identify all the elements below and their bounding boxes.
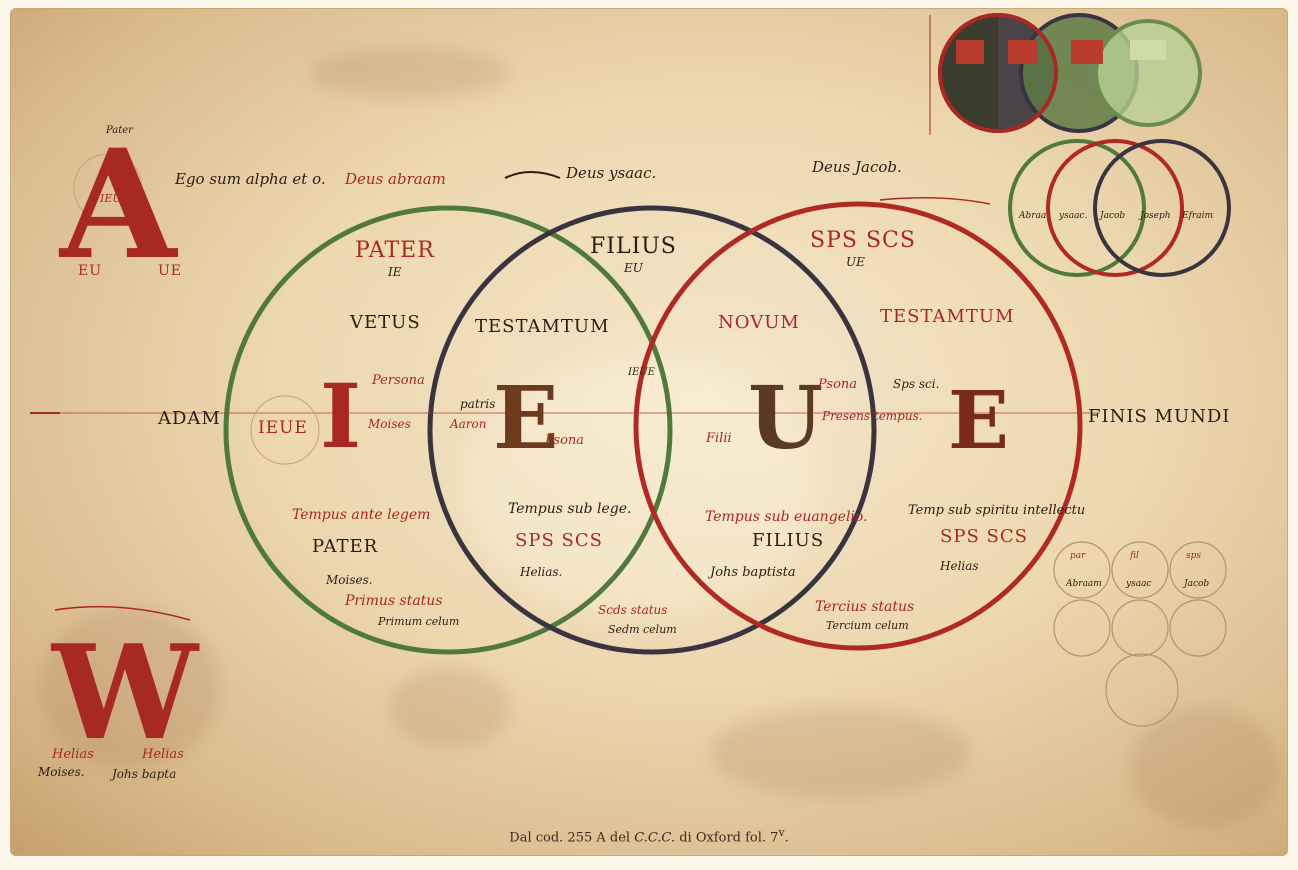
- ue-label: UE: [846, 255, 865, 269]
- moises-label: Moises.: [326, 573, 373, 587]
- deus-ysaac: Deus ysaac.: [566, 164, 657, 182]
- novum-label: NOVUM: [718, 312, 800, 333]
- corner-johs: Johs bapta: [112, 767, 177, 781]
- deus-abraam: Deus abraam: [345, 170, 446, 188]
- tercius-status: Tercius status: [815, 599, 915, 615]
- initial-e2: E: [948, 373, 1009, 467]
- corner-ieue: IEUE: [100, 192, 130, 205]
- sps-scs-label: SPS SCS: [810, 228, 916, 253]
- helias-label: Helias.: [520, 565, 563, 579]
- sc-fil: fil: [1130, 551, 1139, 561]
- sc-ysaac: ysaac: [1126, 579, 1152, 589]
- tr-circle-3: [1094, 19, 1202, 127]
- tercium-celum: Tercium celum: [826, 619, 909, 632]
- caption: Dal cod. 255 A del C.C.C. di Oxford fol.…: [0, 826, 1298, 845]
- green-circle: [223, 205, 673, 655]
- sc-sps: sps: [1186, 551, 1201, 561]
- testamentum-new-label: TESTAMTUM: [880, 306, 1015, 327]
- mr-efraim: Efraim: [1182, 211, 1213, 221]
- persona-1: Persona: [372, 373, 425, 388]
- sc-jacob: Jacob: [1184, 579, 1210, 589]
- deus-jacob: Deus Jacob.: [812, 158, 902, 176]
- secundum-celum: Sedm celum: [608, 623, 677, 636]
- red-circle: [633, 201, 1083, 651]
- finis-mundi-label: FINIS MUNDI: [1088, 406, 1231, 427]
- manuscript-page: [10, 8, 1288, 856]
- initial-i: I: [320, 364, 362, 468]
- mr-circle-dark: [1093, 139, 1231, 277]
- ieue-center-label: IEUE: [628, 367, 655, 378]
- presens-tempus-label: Presens tempus.: [822, 409, 923, 423]
- johs-baptista-label: Johs baptista: [710, 565, 796, 580]
- caption-end: .: [784, 830, 789, 846]
- filii-label: Filii: [706, 431, 732, 446]
- ieue-left-label: IEUE: [258, 418, 308, 438]
- alpha-omega-text: Ego sum alpha et o.: [175, 170, 326, 188]
- filius-lower-label: FILIUS: [752, 530, 825, 551]
- mr-joseph: Joseph: [1140, 211, 1171, 221]
- sc-par: par: [1070, 551, 1086, 561]
- pater-lower-label: PATER: [312, 536, 379, 557]
- primus-status: Primus status: [345, 593, 443, 609]
- small-circles-group: [1053, 541, 1227, 727]
- testamentum-old-label: TESTAMTUM: [475, 316, 610, 337]
- pater-label: PATER: [355, 238, 435, 263]
- primum-celum: Primum celum: [378, 615, 460, 628]
- initial-e: E: [493, 368, 559, 469]
- corner-eu: EU: [78, 263, 103, 279]
- tempus-sub-evangelio: Tempus sub euangelio.: [705, 509, 868, 525]
- filius-label: FILIUS: [590, 234, 677, 259]
- persona-3: Psona: [818, 377, 858, 392]
- dark-circle: [427, 205, 877, 655]
- corner-pater: Pater: [106, 125, 133, 136]
- sps-scs-middle-label: SPS SCS: [515, 530, 603, 551]
- mr-abraam: Abraa: [1019, 211, 1047, 221]
- tempus-sub-spiritu: Temp sub spiritu intellectu: [908, 503, 1086, 518]
- persona-2: Psona: [545, 433, 585, 448]
- corner-ue: UE: [158, 263, 183, 279]
- caption-ccc: C.C.C.: [634, 830, 676, 846]
- caption-prefix: Dal cod. 255 A del: [509, 830, 631, 846]
- helias-right-label: Helias: [940, 559, 979, 573]
- adam-label: ADAM: [158, 408, 221, 429]
- mr-circle-green: [1008, 139, 1146, 277]
- mr-ysaac: ysaac.: [1059, 211, 1088, 221]
- ie-label: IE: [388, 265, 402, 279]
- tempus-ante-legem: Tempus ante legem: [292, 507, 431, 523]
- corner-moises: Moises.: [38, 765, 85, 779]
- mr-jacob: Jacob: [1100, 211, 1126, 221]
- corner-helias-2: Helias: [142, 747, 184, 762]
- sps-sci-label: Sps sci.: [893, 377, 940, 391]
- eu-label: EU: [624, 261, 643, 275]
- mr-circle-red: [1046, 139, 1184, 277]
- initial-a: A: [60, 117, 177, 293]
- aaron-label: Aaron: [450, 417, 487, 431]
- initial-u: U: [748, 368, 823, 469]
- sc-abraam: Abraam: [1066, 579, 1102, 589]
- initial-w: W: [52, 616, 198, 769]
- sps-scs-right-label: SPS SCS: [940, 526, 1028, 547]
- moises-inner-label: Moises: [368, 417, 411, 431]
- caption-sup: v: [778, 826, 785, 839]
- vetus-label: VETUS: [350, 312, 421, 333]
- patris-label: patris: [460, 397, 496, 411]
- tempus-sub-lege: Tempus sub lege.: [508, 501, 632, 517]
- secundus-status: Scds status: [598, 603, 668, 617]
- caption-suffix: di Oxford fol. 7: [679, 830, 779, 846]
- corner-helias: Helias: [52, 747, 94, 762]
